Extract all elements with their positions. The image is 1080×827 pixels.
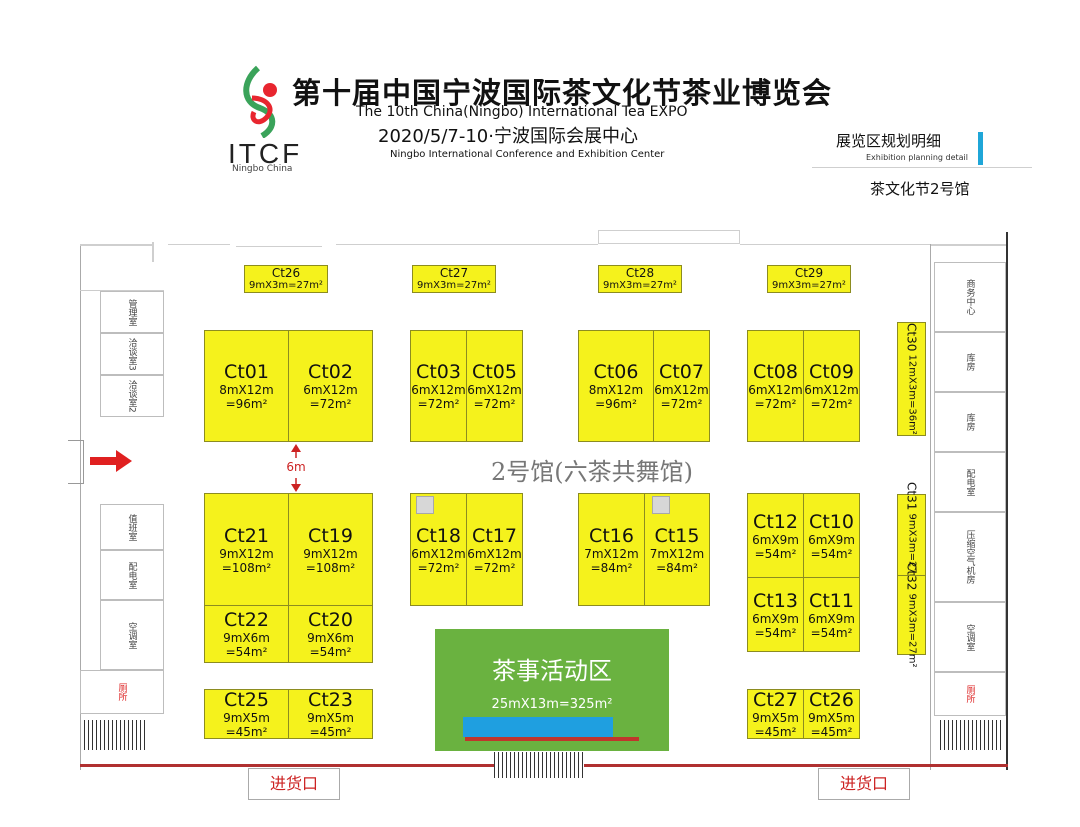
stage-edge (465, 737, 639, 741)
pillar (652, 496, 670, 514)
logo-subtext: Ningbo China (232, 164, 293, 174)
accent-bar (978, 132, 983, 165)
room-business-center: 商务中心 (934, 262, 1006, 332)
pillar (416, 496, 434, 514)
room-toilet-right: 厕所 (934, 672, 1006, 716)
aisle-arrow-icon (290, 442, 302, 498)
room-meeting-3: 洽谈室3 (100, 333, 164, 375)
hall-name: 2号馆(六茶共舞馆) (491, 458, 693, 486)
divider (812, 167, 1032, 168)
planning-heading-en: Exhibition planning detail (866, 153, 968, 162)
page-title: 第十届中国宁波国际茶文化节茶业博览会 (292, 76, 833, 110)
top-structure (598, 230, 740, 244)
room-meeting-2: 洽谈室2 (100, 375, 164, 417)
logo (236, 62, 286, 139)
date-venue: 2020/5/7-10·宁波国际会展中心 (378, 126, 638, 147)
loading-entrance-right: 进货口 (818, 768, 910, 800)
activity-area-title: 茶事活动区 (492, 657, 612, 685)
stairs-left (84, 720, 148, 750)
room-compressor: 压缩空气机房 (934, 512, 1006, 602)
page-title-en: The 10th China(Ningbo) International Tea… (356, 104, 688, 120)
room-power-left: 配电室 (100, 550, 164, 600)
planning-heading: 展览区规划明细 (836, 132, 942, 150)
logo-emblem-icon (243, 65, 277, 139)
hall-label: 茶文化节2号馆 (870, 180, 970, 198)
room-toilet-left: 厕所 (80, 670, 164, 714)
venue-en: Ningbo International Conference and Exhi… (390, 149, 665, 160)
logo-text: ITCF (228, 138, 303, 169)
room-management: 管理室 (100, 291, 164, 333)
room-ac-right: 空调室 (934, 602, 1006, 672)
bottom-door (494, 752, 584, 778)
room-power-right: 配电室 (934, 452, 1006, 512)
room-storage-1: 库房 (934, 332, 1006, 392)
room-duty: 值班室 (100, 504, 164, 550)
booth-ct30[interactable]: Ct30 12mX3m=36m² (897, 322, 926, 436)
room-ac-left: 空调室 (100, 600, 164, 670)
booth-ct32[interactable]: Ct32 9mX3m=27m² (897, 562, 926, 668)
stage (463, 717, 613, 737)
room-storage-2: 库房 (934, 392, 1006, 452)
entrance-arrow-icon (90, 450, 132, 476)
aisle-width-label: 6m (286, 460, 306, 474)
activity-area-size: 25mX13m=325m² (491, 697, 613, 712)
activity-area[interactable]: 茶事活动区 25mX13m=325m² (435, 629, 669, 751)
left-door (68, 440, 84, 484)
stairs-right (940, 720, 1004, 750)
loading-entrance-left: 进货口 (248, 768, 340, 800)
